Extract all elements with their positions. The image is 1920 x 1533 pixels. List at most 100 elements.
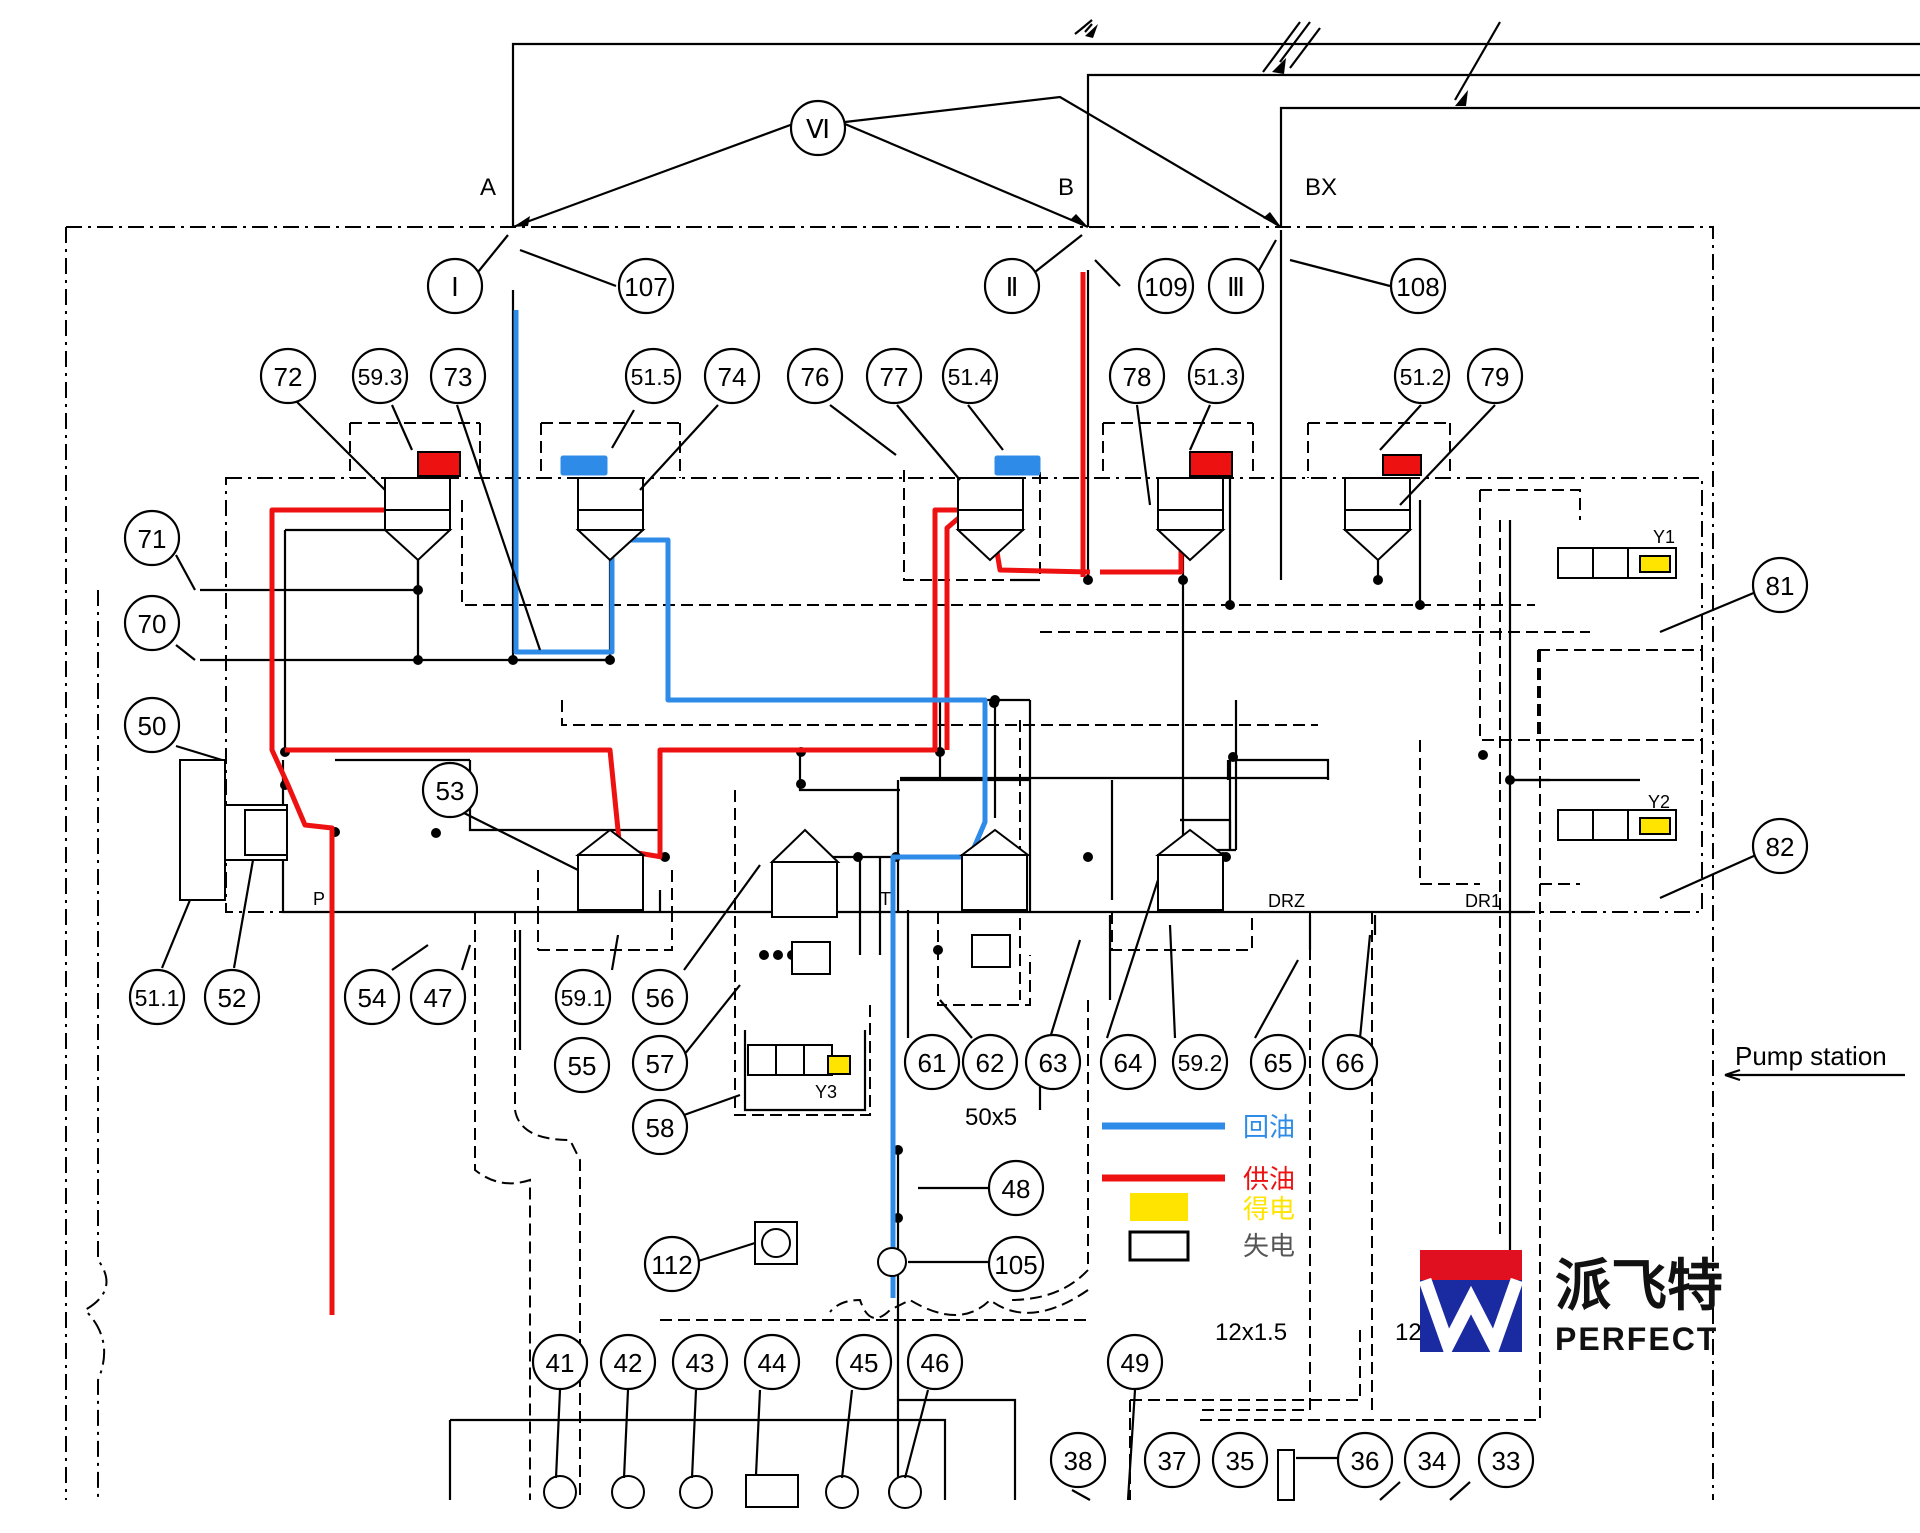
bubble-38: 38 [1049, 1431, 1107, 1489]
bubble-73: 73 [429, 347, 487, 405]
bubble-49: 49 [1106, 1333, 1164, 1391]
bubble-112: 112 [643, 1235, 701, 1293]
svg-text:64: 64 [1114, 1048, 1143, 1078]
svg-text:73: 73 [444, 362, 473, 392]
cartridge-valves [179, 451, 1677, 1509]
solenoid-label-y2: Y2 [1648, 792, 1670, 812]
svg-text:Ⅰ: Ⅰ [451, 272, 459, 302]
bubble-74: 74 [703, 347, 761, 405]
bubble-55: 55 [553, 1036, 611, 1094]
check-valve-105 [877, 1247, 907, 1277]
bubble-51-1: 51.1 [128, 968, 186, 1026]
legend: 回油 供油 得电 失电 [1102, 1112, 1295, 1262]
leaders [160, 248, 1757, 1501]
bubble-77: 77 [865, 347, 923, 405]
svg-text:59.2: 59.2 [1178, 1050, 1223, 1076]
svg-text:61: 61 [918, 1048, 947, 1078]
svg-text:51.3: 51.3 [1194, 364, 1239, 390]
svg-text:65: 65 [1264, 1048, 1293, 1078]
valve-51-2 [1342, 454, 1422, 562]
solenoid-valve-y1 [1557, 547, 1677, 579]
bubble-53: 53 [421, 761, 479, 819]
port-a: A [480, 174, 496, 201]
port-labels: A B BX P T DRZ DR1 Y1 Y2 Y3 50x5 12x1.5 … [313, 174, 1905, 1346]
bubble-109: 109 [1137, 257, 1195, 315]
svg-text:45: 45 [850, 1348, 879, 1378]
logo-english-text: PERFECT [1555, 1321, 1718, 1357]
bubble-36: 36 [1336, 1431, 1394, 1489]
pump-station-boundary [65, 226, 1714, 1500]
bubble-43: 43 [671, 1333, 729, 1391]
bubble-66: 66 [1321, 1033, 1379, 1091]
pressure-point-i: Ⅰ [426, 257, 484, 315]
bubble-52: 52 [203, 968, 261, 1026]
bubble-62: 62 [961, 1033, 1019, 1091]
bubble-54: 54 [343, 968, 401, 1026]
port-t: T [880, 889, 891, 909]
svg-text:72: 72 [274, 362, 303, 392]
svg-text:51.4: 51.4 [948, 364, 993, 390]
bubble-63: 63 [1024, 1033, 1082, 1091]
bubble-56: 56 [631, 968, 689, 1026]
svg-text:47: 47 [424, 983, 453, 1013]
svg-text:35: 35 [1226, 1446, 1255, 1476]
bubble-72: 72 [259, 347, 317, 405]
svg-text:62: 62 [976, 1048, 1005, 1078]
svg-text:51.1: 51.1 [135, 985, 180, 1011]
bubble-105: 105 [987, 1235, 1045, 1293]
svg-text:54: 54 [358, 983, 387, 1013]
legend-de-energized-label: 失电 [1243, 1231, 1295, 1261]
svg-text:76: 76 [801, 362, 830, 392]
bubble-44: 44 [743, 1333, 801, 1391]
bubble-37: 37 [1143, 1431, 1201, 1489]
bubble-51-2: 51.2 [1393, 347, 1451, 405]
svg-text:41: 41 [546, 1348, 575, 1378]
internal-lines [200, 230, 1640, 1500]
bubble-108: 108 [1389, 257, 1447, 315]
svg-text:81: 81 [1766, 571, 1795, 601]
logo-chinese-text: 派飞特 [1555, 1254, 1723, 1317]
port-b: B [1058, 174, 1074, 201]
svg-text:43: 43 [686, 1348, 715, 1378]
bubble-64: 64 [1099, 1033, 1157, 1091]
port-dr1: DR1 [1465, 891, 1501, 911]
bubble-76: 76 [786, 347, 844, 405]
pressure-point-vi: Ⅵ [789, 99, 847, 157]
svg-text:70: 70 [138, 609, 167, 639]
svg-text:36: 36 [1351, 1446, 1380, 1476]
relief-valve-57 [791, 934, 1011, 975]
solenoid-valve-y3 [747, 1044, 851, 1076]
legend-energized-label: 得电 [1243, 1194, 1295, 1224]
solenoid-valve-y2 [1557, 809, 1677, 841]
svg-text:63: 63 [1039, 1048, 1068, 1078]
svg-text:66: 66 [1336, 1048, 1365, 1078]
roman-leaders [477, 234, 1277, 273]
valve-56 [769, 828, 841, 918]
pressure-point-ii: Ⅱ [983, 257, 1041, 315]
svg-text:56: 56 [646, 983, 675, 1013]
svg-text:112: 112 [651, 1250, 692, 1280]
bubble-51-5: 51.5 [624, 347, 682, 405]
svg-text:79: 79 [1481, 362, 1510, 392]
bubble-34: 34 [1403, 1431, 1461, 1489]
svg-text:59.1: 59.1 [561, 985, 606, 1011]
bubble-47: 47 [409, 968, 467, 1026]
svg-text:44: 44 [758, 1348, 787, 1378]
svg-text:Ⅲ: Ⅲ [1227, 272, 1245, 302]
port-p: P [313, 889, 325, 909]
legend-return-label: 回油 [1243, 1112, 1295, 1142]
legend-de-energized-swatch [1128, 1230, 1190, 1262]
svg-text:58: 58 [646, 1113, 675, 1143]
pressure-point-connections [512, 95, 1282, 229]
legend-supply-label: 供油 [1243, 1164, 1295, 1194]
bubble-59-3: 59.3 [351, 347, 409, 405]
filter-112 [754, 1221, 798, 1265]
svg-text:59.3: 59.3 [358, 364, 403, 390]
svg-text:109: 109 [1144, 272, 1187, 302]
svg-text:49: 49 [1121, 1348, 1150, 1378]
bubble-45: 45 [835, 1333, 893, 1391]
svg-text:50: 50 [138, 711, 167, 741]
bubble-33: 33 [1477, 1431, 1535, 1489]
svg-text:71: 71 [138, 524, 167, 554]
svg-text:105: 105 [994, 1250, 1037, 1280]
